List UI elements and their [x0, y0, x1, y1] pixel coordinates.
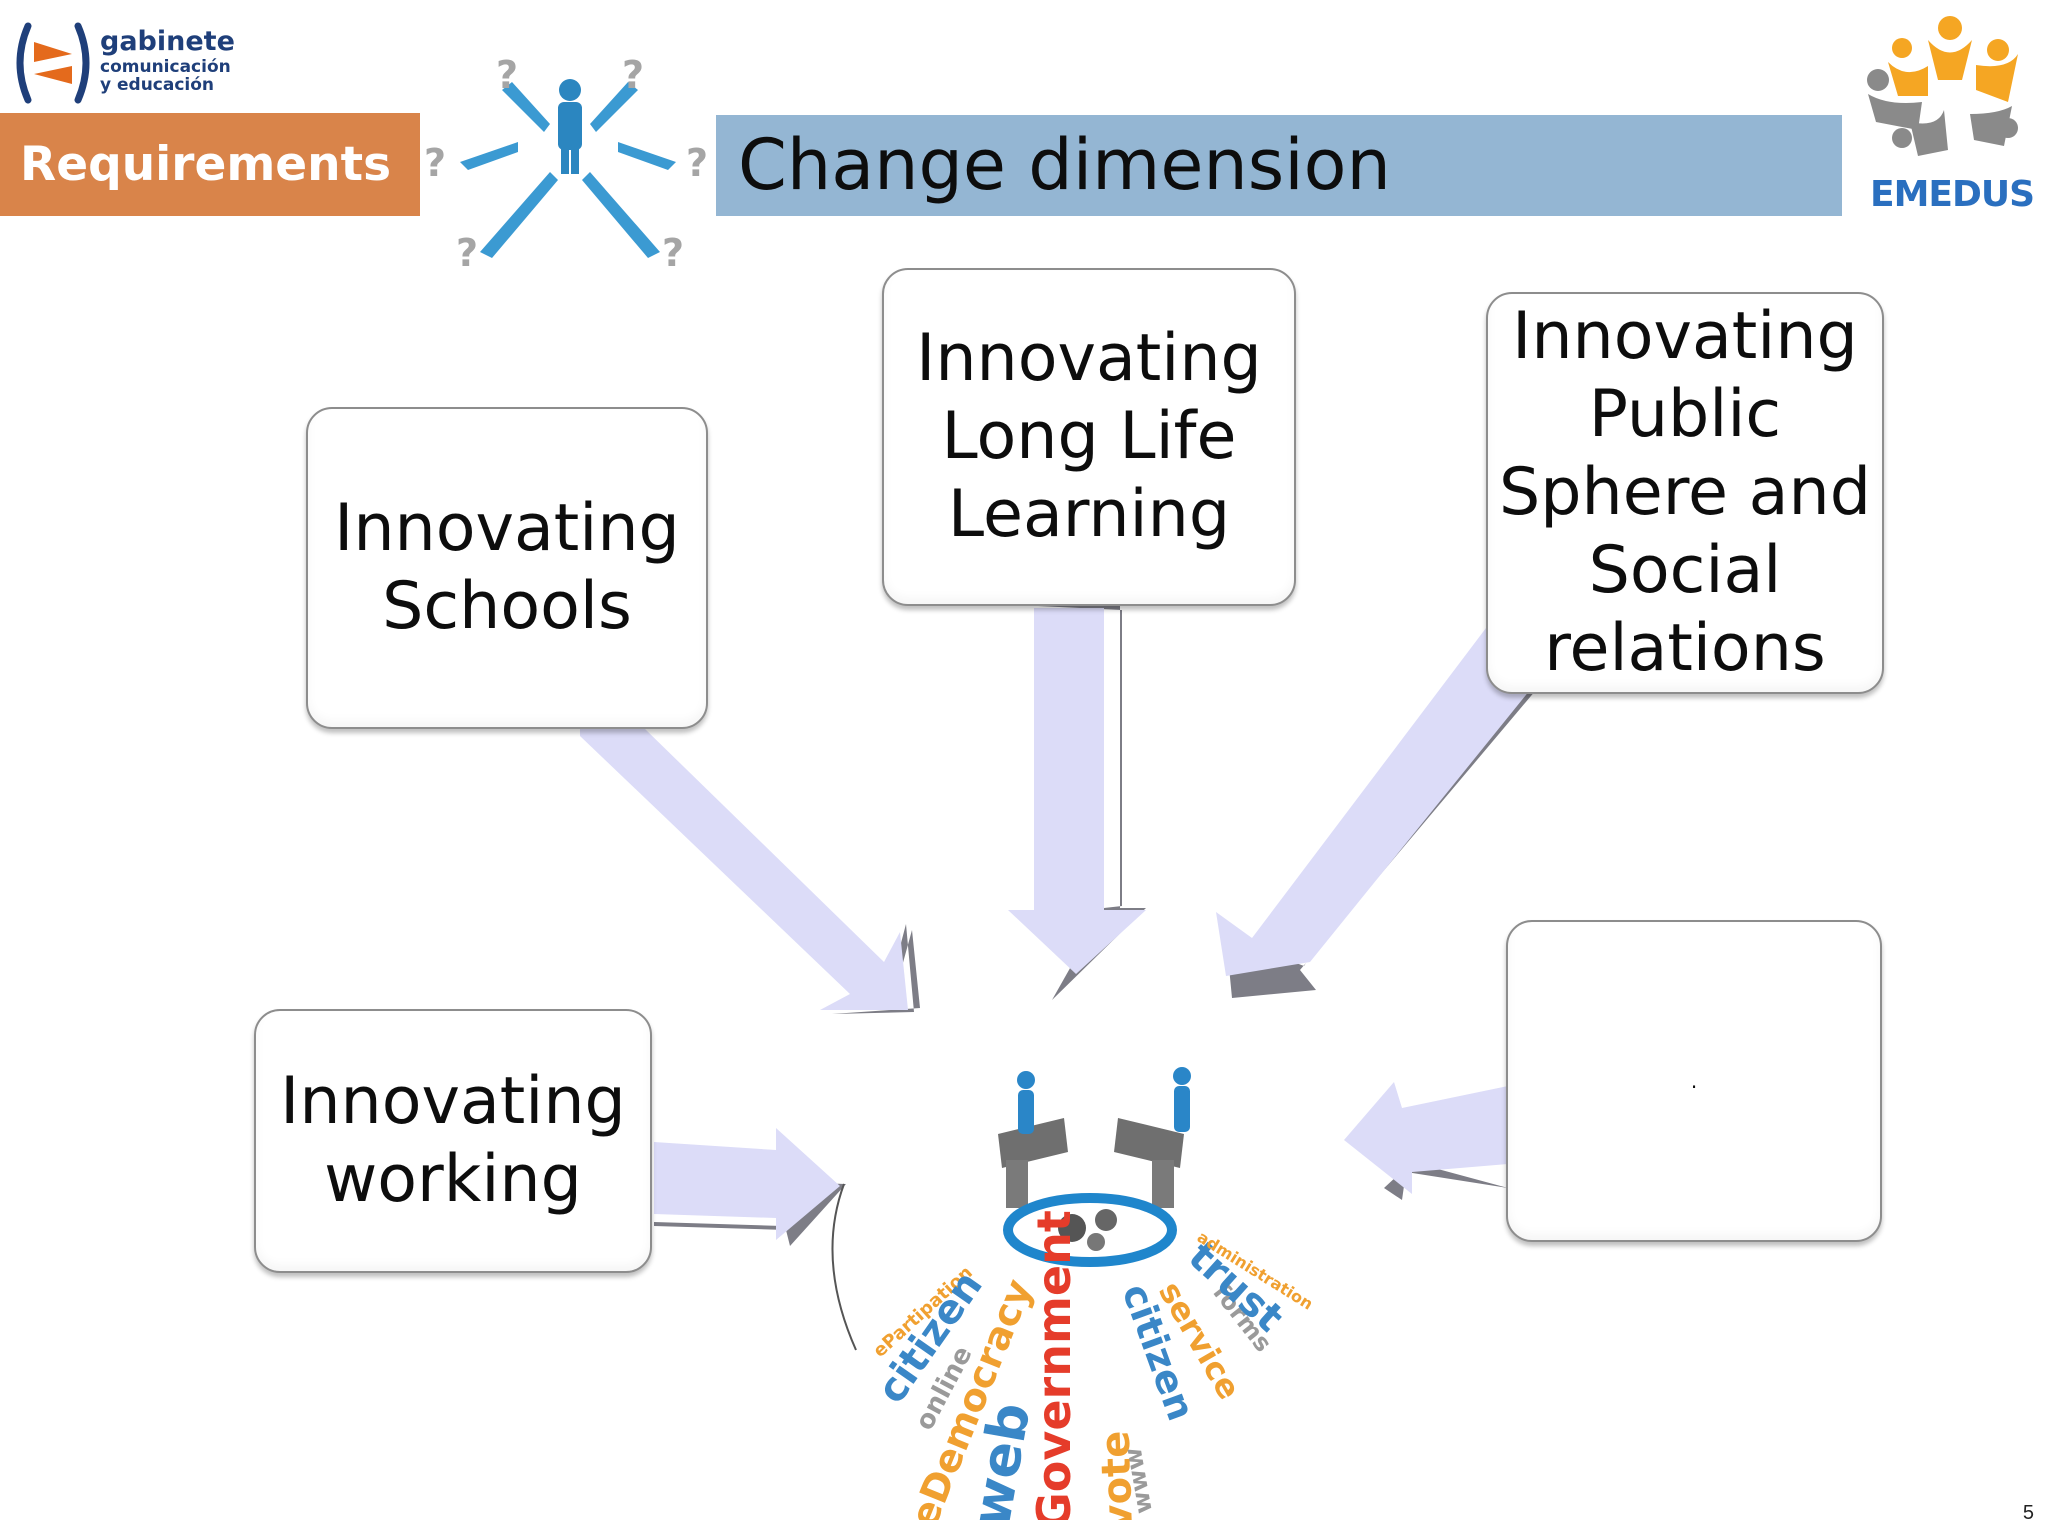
box-empty-label: .: [1690, 1069, 1698, 1093]
svg-text:?: ?: [686, 141, 708, 185]
emedus-logo: EMEDUS: [1858, 10, 2038, 220]
box-innovating-long-life-label: Innovating Long Life Learning: [916, 321, 1262, 552]
box-innovating-public-sphere-label: Innovating Public Sphere and Social rela…: [1499, 299, 1871, 686]
svg-text:?: ?: [496, 53, 518, 97]
logo-line-3: y educación: [100, 75, 215, 95]
box-innovating-working: Innovating working: [254, 1009, 652, 1273]
people-circle-icon: [1867, 16, 2018, 156]
parenthesis-arrows-icon: [16, 22, 90, 104]
egovernment-word-cloud: ePartipation citizen online eDemocracy w…: [831, 1067, 1316, 1520]
svg-text:?: ?: [424, 141, 446, 185]
gabinete-logo: gabinete comunicación y educación: [10, 22, 250, 104]
svg-text:?: ?: [456, 231, 478, 275]
box-innovating-working-label: Innovating working: [280, 1064, 626, 1217]
box-innovating-long-life-learning: Innovating Long Life Learning: [882, 268, 1296, 606]
svg-text:?: ?: [622, 53, 644, 97]
slide-title: Change dimension: [716, 115, 1842, 216]
section-label: Requirements: [0, 113, 420, 216]
svg-text:?: ?: [662, 231, 684, 275]
emedus-name: EMEDUS: [1870, 174, 2035, 215]
word-cloud-word: Government: [1027, 1210, 1081, 1520]
box-innovating-schools-label: Innovating Schools: [334, 491, 680, 644]
logo-line-1: gabinete: [100, 26, 235, 57]
cloud-gears-icon: [1003, 1193, 1177, 1267]
page-number: 5: [2022, 1502, 2034, 1524]
box-innovating-public-sphere: Innovating Public Sphere and Social rela…: [1486, 292, 1884, 694]
box-innovating-schools: Innovating Schools: [306, 407, 708, 729]
meeting-people-icon: [998, 1067, 1191, 1208]
question-arrows-illustration: ? ? ? ? ? ?: [420, 52, 716, 298]
word-cloud-word: vote: [1093, 1430, 1142, 1520]
box-empty: .: [1506, 920, 1882, 1242]
logo-line-2: comunicación: [100, 57, 231, 77]
